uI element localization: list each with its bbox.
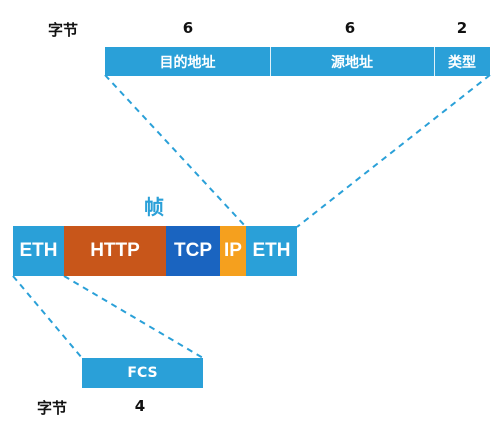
tcp-segment: TCP	[166, 226, 220, 276]
http-segment: HTTP	[64, 226, 166, 276]
ip-segment: IP	[220, 226, 246, 276]
header-divider	[434, 47, 435, 76]
connector-header-right	[296, 74, 491, 228]
connector-fcs-left	[12, 275, 83, 359]
fcs-byte-count: 4	[134, 397, 146, 415]
dest-addr-byte-count: 6	[182, 19, 194, 37]
eth-trailer-segment: ETH	[246, 226, 297, 276]
eth-header-segment: ETH	[13, 226, 64, 276]
connector-fcs-right	[63, 275, 204, 359]
fcs-field: FCS	[82, 358, 203, 388]
dest-address-field: 目的地址	[105, 47, 270, 76]
header-divider	[270, 47, 271, 76]
type-byte-count: 2	[456, 19, 468, 37]
frame-title: 帧	[144, 195, 164, 219]
src-address-field: 源地址	[270, 47, 434, 76]
header-bytes-label: 字节	[48, 21, 79, 39]
trailer-bytes-label: 字节	[37, 399, 68, 417]
src-addr-byte-count: 6	[344, 19, 356, 37]
connector-header-left	[104, 74, 247, 228]
type-field: 类型	[434, 47, 490, 76]
